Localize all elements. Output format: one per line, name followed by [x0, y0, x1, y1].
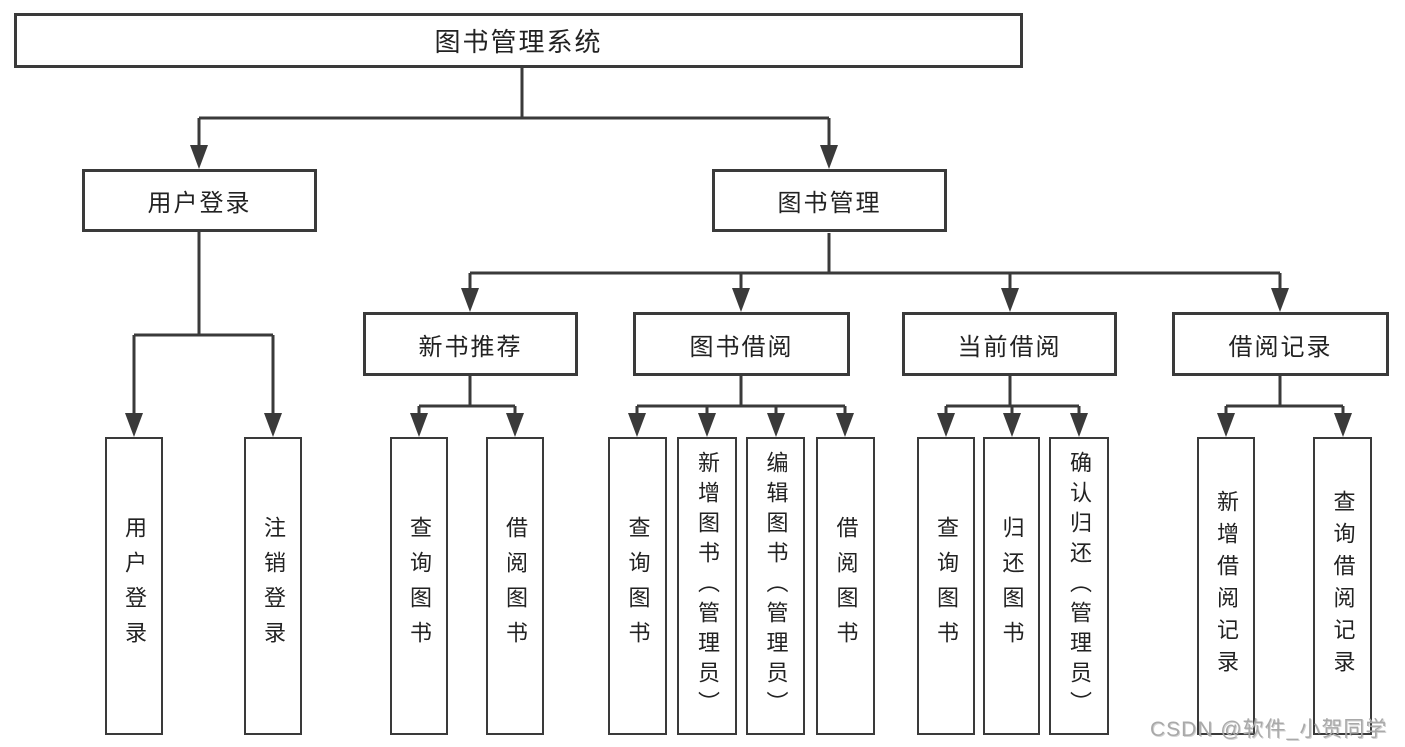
node-label: 查询图书	[407, 516, 432, 656]
leaf-confirm-return-admin: 确认归还（管理员）	[1049, 437, 1109, 735]
node-user-login: 用户登录	[82, 169, 317, 232]
node-label: 归还图书	[999, 516, 1025, 656]
node-label: 图书管理	[777, 190, 882, 217]
leaf-borrow-books-borrowing: 借阅图书	[816, 437, 875, 735]
node-new-book-recommendation: 新书推荐	[363, 312, 578, 376]
leaf-query-books-borrowing: 查询图书	[608, 437, 667, 735]
node-label: 新增图书（管理员）	[695, 451, 720, 721]
node-label: 借阅图书	[503, 516, 528, 656]
node-label: 新书推荐	[418, 333, 523, 361]
node-label: 借阅图书	[833, 516, 859, 656]
node-book-management: 图书管理	[712, 169, 947, 232]
leaf-logout: 注销登录	[244, 437, 302, 735]
arrowhead-icons	[125, 145, 1352, 437]
node-borrowing-records: 借阅记录	[1172, 312, 1389, 376]
node-label: 注销登录	[261, 516, 286, 656]
connector-lines	[132, 68, 1345, 416]
leaf-add-book-admin: 新增图书（管理员）	[677, 437, 737, 735]
node-label: 用户登录	[122, 516, 147, 656]
node-label: 查询图书	[934, 516, 959, 656]
node-label: 查询图书	[625, 516, 651, 656]
node-label: 编辑图书（管理员）	[763, 451, 789, 721]
node-label: 借阅记录	[1228, 333, 1333, 361]
node-label: 确认归还（管理员）	[1067, 451, 1092, 721]
csdn-watermark: CSDN @软件_小贺同学	[1150, 718, 1388, 741]
leaf-return-book: 归还图书	[983, 437, 1040, 735]
node-library-management-system: 图书管理系统	[14, 13, 1023, 68]
node-label: 用户登录	[147, 190, 252, 217]
node-label: 图书管理系统	[434, 27, 603, 57]
leaf-query-books-current: 查询图书	[917, 437, 975, 735]
node-book-borrowing: 图书借阅	[633, 312, 850, 376]
leaf-borrow-books-recommend: 借阅图书	[486, 437, 544, 735]
node-label: 查询借阅记录	[1330, 490, 1356, 682]
node-label: 图书借阅	[689, 333, 794, 361]
node-label: 当前借阅	[957, 333, 1062, 361]
node-label: 新增借阅记录	[1214, 490, 1239, 682]
leaf-edit-book-admin: 编辑图书（管理员）	[746, 437, 805, 735]
leaf-query-borrow-record: 查询借阅记录	[1313, 437, 1372, 735]
leaf-add-borrow-record: 新增借阅记录	[1197, 437, 1255, 735]
leaf-query-books-recommend: 查询图书	[390, 437, 448, 735]
node-current-borrowing: 当前借阅	[902, 312, 1117, 376]
leaf-user-login: 用户登录	[105, 437, 163, 735]
